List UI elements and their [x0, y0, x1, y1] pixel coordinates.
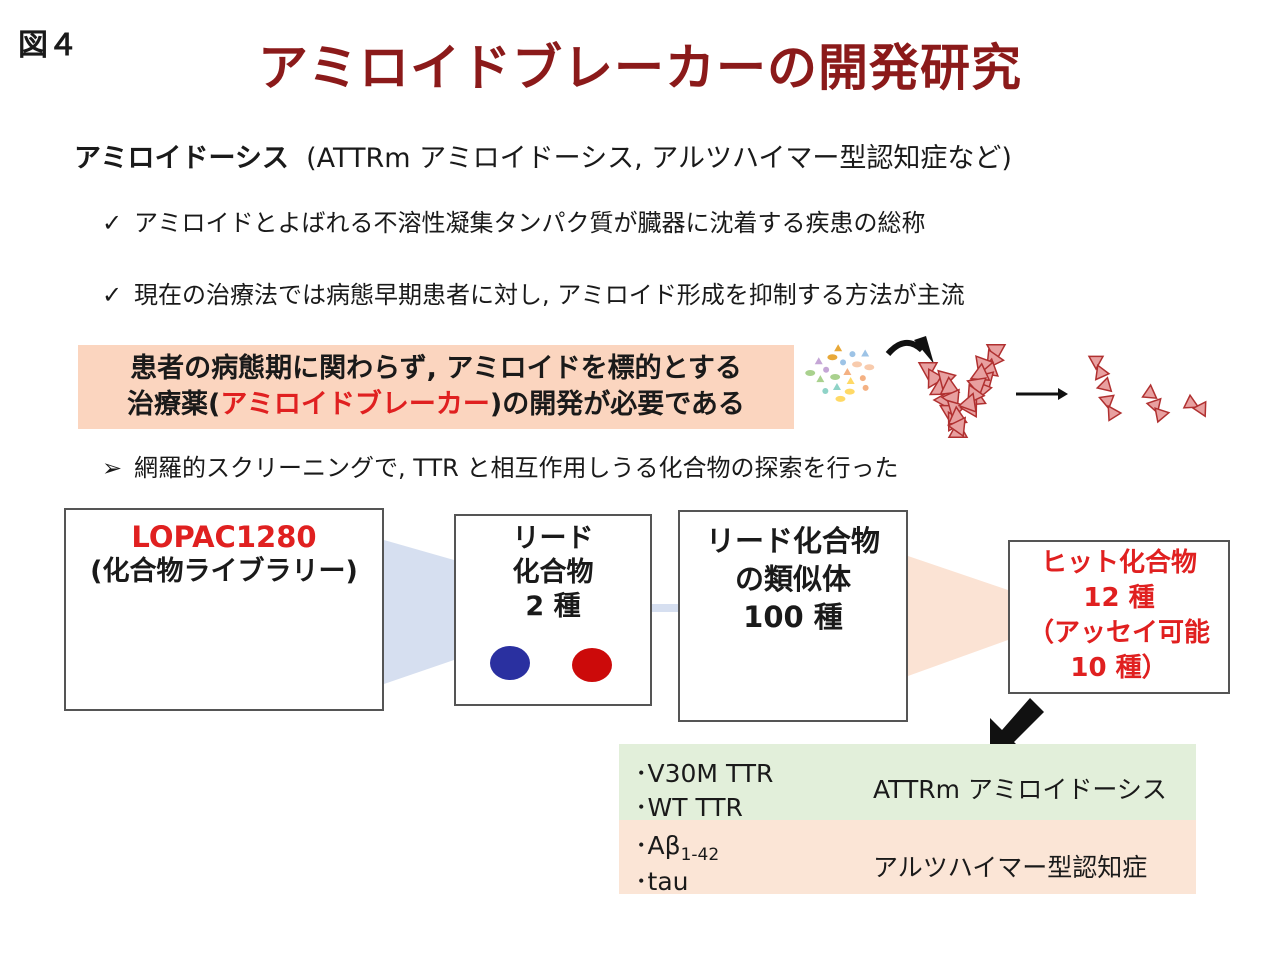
- bullet-text: アミロイドとよばれる不溶性凝集タンパク質が臓器に沈着する疾患の総称: [134, 209, 926, 237]
- page-title: アミロイドブレーカーの開発研究: [258, 39, 1022, 97]
- fibril-unit: [1095, 376, 1113, 393]
- molecule-dot: [834, 344, 843, 352]
- target-disease: ATTRm アミロイドーシス: [873, 775, 1167, 804]
- molecule-dot: [846, 377, 855, 385]
- funnel-analogs-to-hits: [908, 556, 1008, 676]
- down-left-arrow-icon: [990, 698, 1044, 754]
- key-message-line2: 治療薬(アミロイドブレーカー)の開発が必要である: [127, 389, 745, 420]
- bullet-text: 現在の治療法では病態早期患者に対し, アミロイド形成を抑制する方法が主流: [134, 281, 965, 309]
- molecule-dot: [864, 364, 875, 371]
- fibril-unit: [1154, 407, 1171, 424]
- bullet-text: 網羅的スクリーニングで, TTR と相互作用しうる化合物の探索を行った: [134, 454, 899, 482]
- target-item: ･WT TTR: [635, 793, 743, 822]
- key-message: 患者の病態期に関わらず, アミロイドを標的とする 治療薬(アミロイドブレーカー)…: [78, 345, 794, 429]
- analog-line2: の類似体: [734, 562, 851, 596]
- fibril-unit: [957, 392, 977, 413]
- library-desc: (化合物ライブラリー): [90, 556, 358, 587]
- target-item: ･tau: [635, 867, 689, 896]
- molecule-dot: [840, 359, 847, 366]
- key-message-line1: 患者の病態期に関わらず, アミロイドを標的とする: [130, 353, 742, 384]
- lead-count: 2 種: [525, 591, 581, 622]
- fibril-unit: [1182, 393, 1200, 409]
- analog-count: 100 種: [743, 600, 843, 634]
- fibril-unit: [1191, 400, 1207, 418]
- lead-line1: リード: [512, 523, 594, 554]
- fibril-unit: [1094, 363, 1111, 381]
- funnel-lead-to-analogs: [652, 604, 678, 612]
- lead-compound-blue-icon: [490, 646, 530, 680]
- lead-compound-box: リード 化合物 2 種: [454, 514, 652, 706]
- molecule-dot: [827, 354, 838, 361]
- target-table: ･V30M TTR ･WT TTR ATTRm アミロイドーシス ･Aβ1-42…: [619, 744, 1196, 896]
- bullet-current-therapy: ✓ 現在の治療法では病態早期患者に対し, アミロイド形成を抑制する方法が主流: [102, 275, 965, 310]
- arrow-bullet-icon: ➢: [102, 454, 123, 482]
- lead-line2: 化合物: [512, 557, 594, 588]
- molecule-dot: [823, 366, 830, 373]
- table-row: ･V30M TTR ･WT TTR ATTRm アミロイドーシス: [619, 744, 1196, 822]
- molecule-dot: [814, 357, 823, 365]
- target-item: ･V30M TTR: [635, 759, 774, 788]
- hit-assay-line: （アッセイ可能: [1027, 618, 1210, 648]
- analog-line1: リード化合物: [705, 524, 880, 558]
- molecule-dot: [852, 361, 863, 368]
- section-heading: アミロイドーシス (ATTRm アミロイドーシス, アルツハイマー型認知症など): [74, 136, 1012, 175]
- lead-compound-red-icon: [572, 648, 612, 682]
- curved-arrow-icon: [885, 340, 925, 357]
- amyloid-breaker-term: アミロイドブレーカー: [220, 389, 490, 420]
- curved-arrow-head-icon: [914, 336, 934, 364]
- heading-rest: (ATTRm アミロイドーシス, アルツハイマー型認知症など): [306, 143, 1012, 174]
- molecule-dot: [862, 384, 869, 391]
- molecule-dot: [805, 370, 816, 377]
- molecule-dot: [843, 368, 852, 375]
- molecule-dot: [822, 387, 829, 394]
- bullet-screening: ➢ 網羅的スクリーニングで, TTR と相互作用しうる化合物の探索を行った: [102, 448, 898, 483]
- fibril-unit: [947, 416, 967, 438]
- molecule-dot: [844, 388, 855, 395]
- target-item: ･Aβ1-42: [635, 831, 720, 865]
- straight-arrow-head-icon: [1058, 388, 1068, 400]
- hit-count: 12 種: [1083, 583, 1155, 613]
- hit-line1: ヒット化合物: [1040, 548, 1197, 578]
- fibril-unit: [1141, 383, 1158, 400]
- molecule-dot: [849, 351, 856, 358]
- amyloid-fibril-icon: [917, 344, 1007, 438]
- broken-fibril-icon: [1087, 355, 1207, 424]
- molecule-dot: [816, 375, 825, 383]
- molecule-dot: [832, 382, 841, 390]
- hit-assay-count: 10 種）: [1070, 653, 1168, 683]
- heading-bold: アミロイドーシス: [74, 143, 289, 174]
- hit-compound-box: ヒット化合物 12 種 （アッセイ可能 10 種）: [1008, 540, 1230, 694]
- library-name: LOPAC1280: [131, 520, 317, 554]
- table-row: ･Aβ1-42 ･tau アルツハイマー型認知症: [619, 820, 1196, 896]
- bullet-definition: ✓ アミロイドとよばれる不溶性凝集タンパク質が臓器に沈着する疾患の総称: [102, 203, 926, 238]
- molecule-dot: [830, 374, 841, 381]
- molecule-dot: [859, 375, 866, 382]
- target-disease: アルツハイマー型認知症: [873, 853, 1148, 882]
- fibril-unit: [1107, 404, 1123, 422]
- fibril-unit: [1098, 394, 1115, 411]
- analog-box: リード化合物 の類似体 100 種: [678, 510, 908, 722]
- funnel-library-to-lead: [384, 540, 454, 684]
- library-box: LOPAC1280 (化合物ライブラリー): [64, 508, 384, 711]
- molecule-dot: [835, 395, 846, 402]
- check-icon: ✓: [102, 209, 123, 237]
- figure-label: 図４: [18, 28, 78, 63]
- molecule-dot: [861, 349, 870, 357]
- fibril-unit: [1087, 355, 1105, 371]
- check-icon: ✓: [102, 281, 123, 309]
